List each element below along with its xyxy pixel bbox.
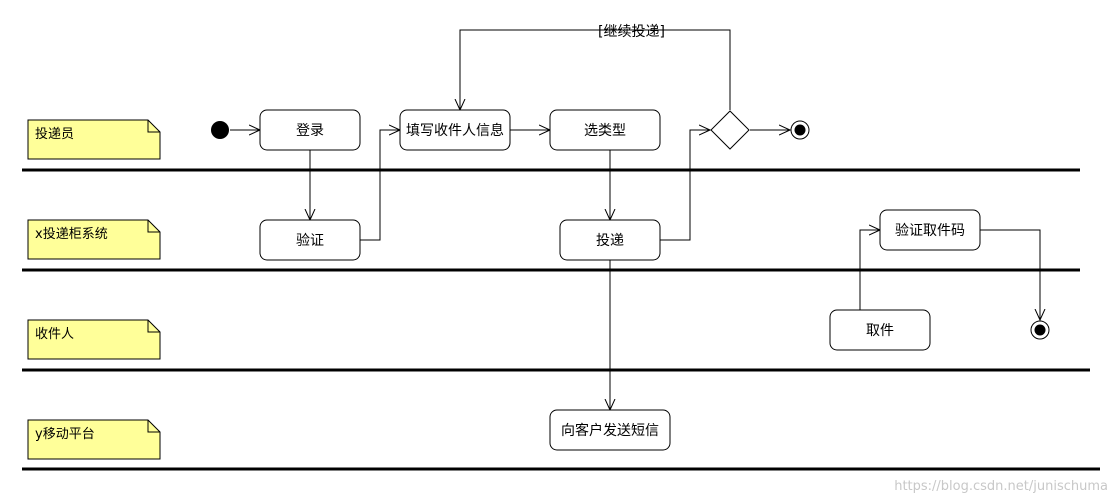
activity-label: 登录 [296,123,324,139]
guard-label-continue-delivery: [继续投递] [598,23,665,40]
activity-label: 选类型 [584,123,626,139]
final-node-recipient [1030,320,1050,340]
lane-label-text: x投递柜系统 [35,226,108,242]
decision-node [710,110,750,150]
edge-verify-code-to-final [980,229,1040,320]
lane-label-mobile-platform: y移动平台 [27,419,161,460]
activity-send-sms[interactable]: 向客户发送短信 [549,409,671,451]
activity-pickup[interactable]: 取件 [829,309,931,351]
activity-label: 验证 [296,233,324,249]
initial-node [211,121,229,139]
lane-separators [22,168,1100,471]
lane-label-text: 投递员 [35,126,74,142]
activity-deliver[interactable]: 投递 [559,219,661,261]
edge-pickup-to-verify-code [859,230,880,310]
activity-login[interactable]: 登录 [259,109,361,151]
activity-verify-pickup-code[interactable]: 验证取件码 [879,209,981,251]
flow-edges [230,29,1040,410]
edge-deliver-to-decision [660,130,710,241]
lane-label-courier: 投递员 [27,119,161,160]
activity-fill-info[interactable]: 填写收件人信息 [399,109,511,151]
edge-decision-loop-to-fill-info [460,29,731,110]
activity-label: 向客户发送短信 [561,422,659,439]
lane-label-text: y移动平台 [35,427,95,442]
watermark-text: https://blog.csdn.net/junischuma [894,479,1108,494]
activity-label: 验证取件码 [895,223,965,239]
lane-label-locker-system: x投递柜系统 [27,219,161,260]
activity-select-type[interactable]: 选类型 [549,109,661,151]
lane-label-recipient: 收件人 [27,319,161,360]
activity-verify[interactable]: 验证 [259,219,361,261]
lane-label-text: 收件人 [35,327,74,342]
activity-label: 填写收件人信息 [406,122,504,139]
final-node-courier [790,120,810,140]
activity-label: 取件 [866,323,894,339]
edge-verify-to-fill-info [360,130,400,241]
activity-label: 投递 [596,233,624,249]
